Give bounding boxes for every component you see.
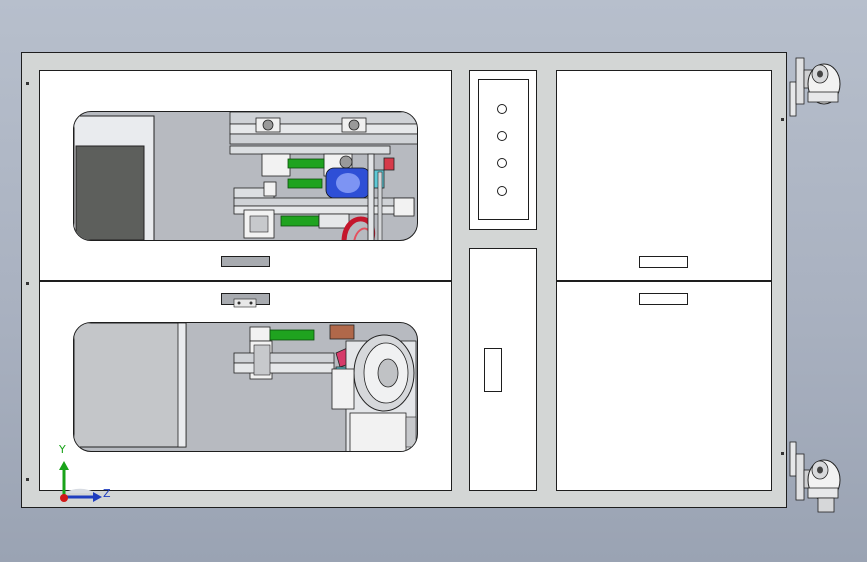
- coordinate-axes-icon: Y Z: [50, 443, 112, 505]
- control-button-2[interactable]: [497, 131, 507, 141]
- lower-mechanism-drawing: [74, 323, 417, 451]
- axes-triad-drawing: [59, 461, 102, 502]
- upper-mechanism-drawing: [74, 112, 417, 240]
- control-button-4[interactable]: [497, 186, 507, 196]
- caster-wheel-icon: [788, 48, 844, 120]
- upper-left-door-handle[interactable]: [221, 256, 270, 267]
- control-panel-face: [478, 79, 529, 220]
- lower-right-door-handle[interactable]: [639, 293, 688, 305]
- caster-wheel-top-drawing: [789, 57, 841, 117]
- upper-right-door[interactable]: [556, 70, 772, 281]
- caster-wheel-bottom-drawing: [789, 441, 841, 513]
- lower-inspection-window: [73, 322, 418, 452]
- upper-inspection-window: [73, 111, 418, 241]
- caster-wheel-icon: [788, 440, 844, 516]
- lower-right-door[interactable]: [556, 281, 772, 491]
- frame-marker: [781, 452, 784, 455]
- axis-label-z: Z: [103, 487, 111, 500]
- center-lower-door[interactable]: [469, 248, 537, 491]
- frame-marker: [26, 282, 29, 285]
- control-button-1[interactable]: [497, 104, 507, 114]
- upper-right-door-handle[interactable]: [639, 256, 688, 268]
- control-button-3[interactable]: [497, 158, 507, 168]
- frame-marker: [781, 118, 784, 121]
- center-lower-door-handle[interactable]: [484, 348, 502, 392]
- lower-left-door-handle[interactable]: [221, 293, 270, 308]
- handle-detail-drawing: [233, 298, 257, 308]
- frame-marker: [26, 478, 29, 481]
- axis-label-y: Y: [59, 443, 66, 456]
- frame-marker: [26, 82, 29, 85]
